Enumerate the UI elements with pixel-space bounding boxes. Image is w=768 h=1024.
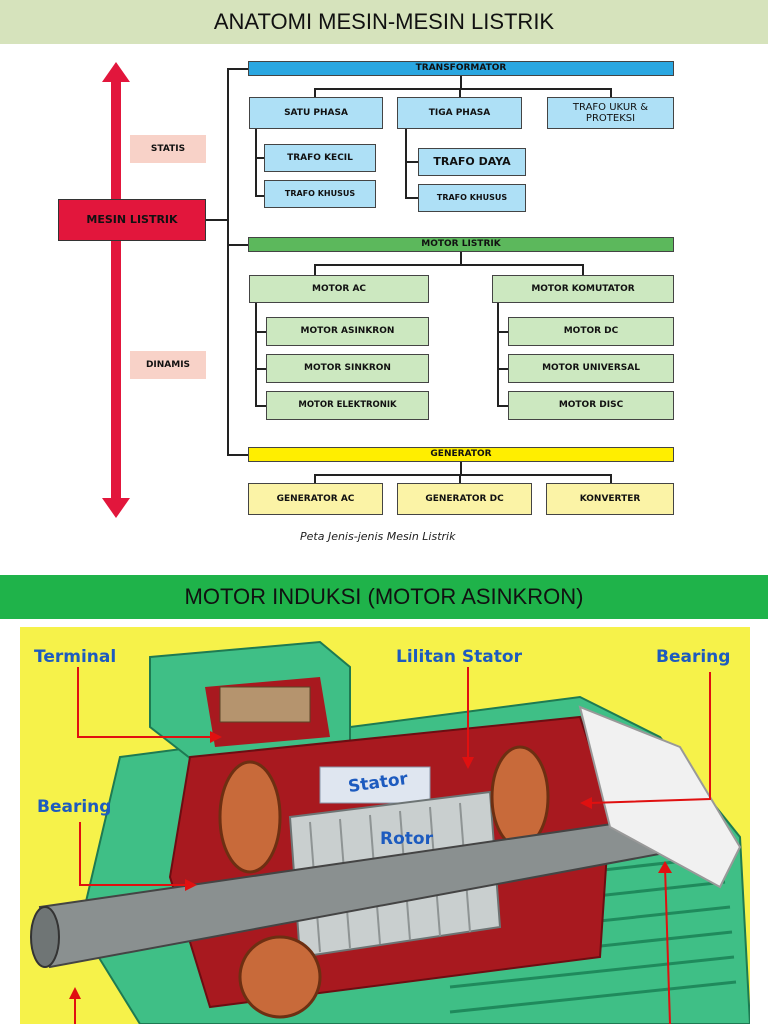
trafo-ukur-box: TRAFO UKUR & PROTEKSI [547, 97, 674, 129]
lilitan-stator-label: Lilitan Stator [396, 647, 522, 667]
connector [405, 129, 407, 199]
motor-elektronik-box: MOTOR ELEKTRONIK [266, 391, 429, 420]
motor-listrik-header: MOTOR LISTRIK [248, 237, 674, 252]
section-title: MOTOR INDUKSI (MOTOR ASINKRON) [184, 584, 584, 609]
dinamis-label: DINAMIS [130, 351, 206, 379]
connector [255, 303, 257, 407]
connector [255, 157, 265, 159]
connector [227, 68, 229, 455]
connector [255, 195, 265, 197]
trafo-kecil-box: TRAFO KECIL [264, 144, 376, 172]
connector [314, 474, 316, 484]
motor-cutaway-image [30, 640, 750, 1024]
connector [497, 303, 499, 407]
connector [497, 368, 509, 370]
connector [255, 331, 267, 333]
connector [255, 368, 267, 370]
connector [460, 462, 462, 474]
motor-sinkron-box: MOTOR SINKRON [266, 354, 429, 383]
trafo-khusus-1-box: TRAFO KHUSUS [264, 180, 376, 208]
section-title-banner: MOTOR INDUKSI (MOTOR ASINKRON) [0, 575, 768, 619]
connector [405, 161, 419, 163]
page-title: ANATOMI MESIN-MESIN LISTRIK [213, 9, 555, 34]
rotor-label: Rotor [380, 829, 433, 849]
page-title-banner: ANATOMI MESIN-MESIN LISTRIK [0, 0, 768, 44]
connector [497, 331, 509, 333]
connector [610, 88, 612, 98]
connector [460, 76, 462, 88]
connector [610, 474, 612, 484]
connector [255, 129, 257, 197]
mesin-listrik-root: MESIN LISTRIK [58, 199, 206, 241]
connector [314, 264, 316, 276]
connector [497, 405, 509, 407]
motor-asinkron-box: MOTOR ASINKRON [266, 317, 429, 346]
connector [459, 474, 461, 484]
connector [459, 88, 461, 98]
satu-phasa-box: SATU PHASA [249, 97, 383, 129]
connector [405, 197, 419, 199]
generator-dc-box: GENERATOR DC [397, 483, 532, 515]
motor-komutator-box: MOTOR KOMUTATOR [492, 275, 674, 303]
bearing-right-label: Bearing [656, 647, 731, 667]
vertical-double-arrow-icon [102, 62, 130, 518]
transformator-header: TRANSFORMATOR [248, 61, 674, 76]
connector [314, 88, 316, 98]
connector [582, 264, 584, 276]
connector [314, 474, 612, 476]
generator-header: GENERATOR [248, 447, 674, 462]
connector [206, 219, 228, 221]
connector [255, 405, 267, 407]
motor-disc-box: MOTOR DISC [508, 391, 674, 420]
connector [227, 454, 249, 456]
trafo-daya-box: TRAFO DAYA [418, 148, 526, 176]
induction-motor-illustration: Terminal Lilitan Stator Bearing Bearing … [20, 627, 750, 1024]
connector [314, 88, 612, 90]
diagram-caption: Peta Jenis-jenis Mesin Listrik [300, 530, 456, 543]
motor-dc-box: MOTOR DC [508, 317, 674, 346]
connector [227, 68, 249, 70]
statis-label: STATIS [130, 135, 206, 163]
connector [460, 252, 462, 264]
trafo-khusus-2-box: TRAFO KHUSUS [418, 184, 526, 212]
konverter-box: KONVERTER [546, 483, 674, 515]
motor-ac-box: MOTOR AC [249, 275, 429, 303]
connector [314, 264, 584, 266]
generator-ac-box: GENERATOR AC [248, 483, 383, 515]
motor-universal-box: MOTOR UNIVERSAL [508, 354, 674, 383]
connector [227, 244, 249, 246]
tiga-phasa-box: TIGA PHASA [397, 97, 522, 129]
bearing-left-label: Bearing [37, 797, 112, 817]
terminal-label: Terminal [34, 647, 117, 667]
